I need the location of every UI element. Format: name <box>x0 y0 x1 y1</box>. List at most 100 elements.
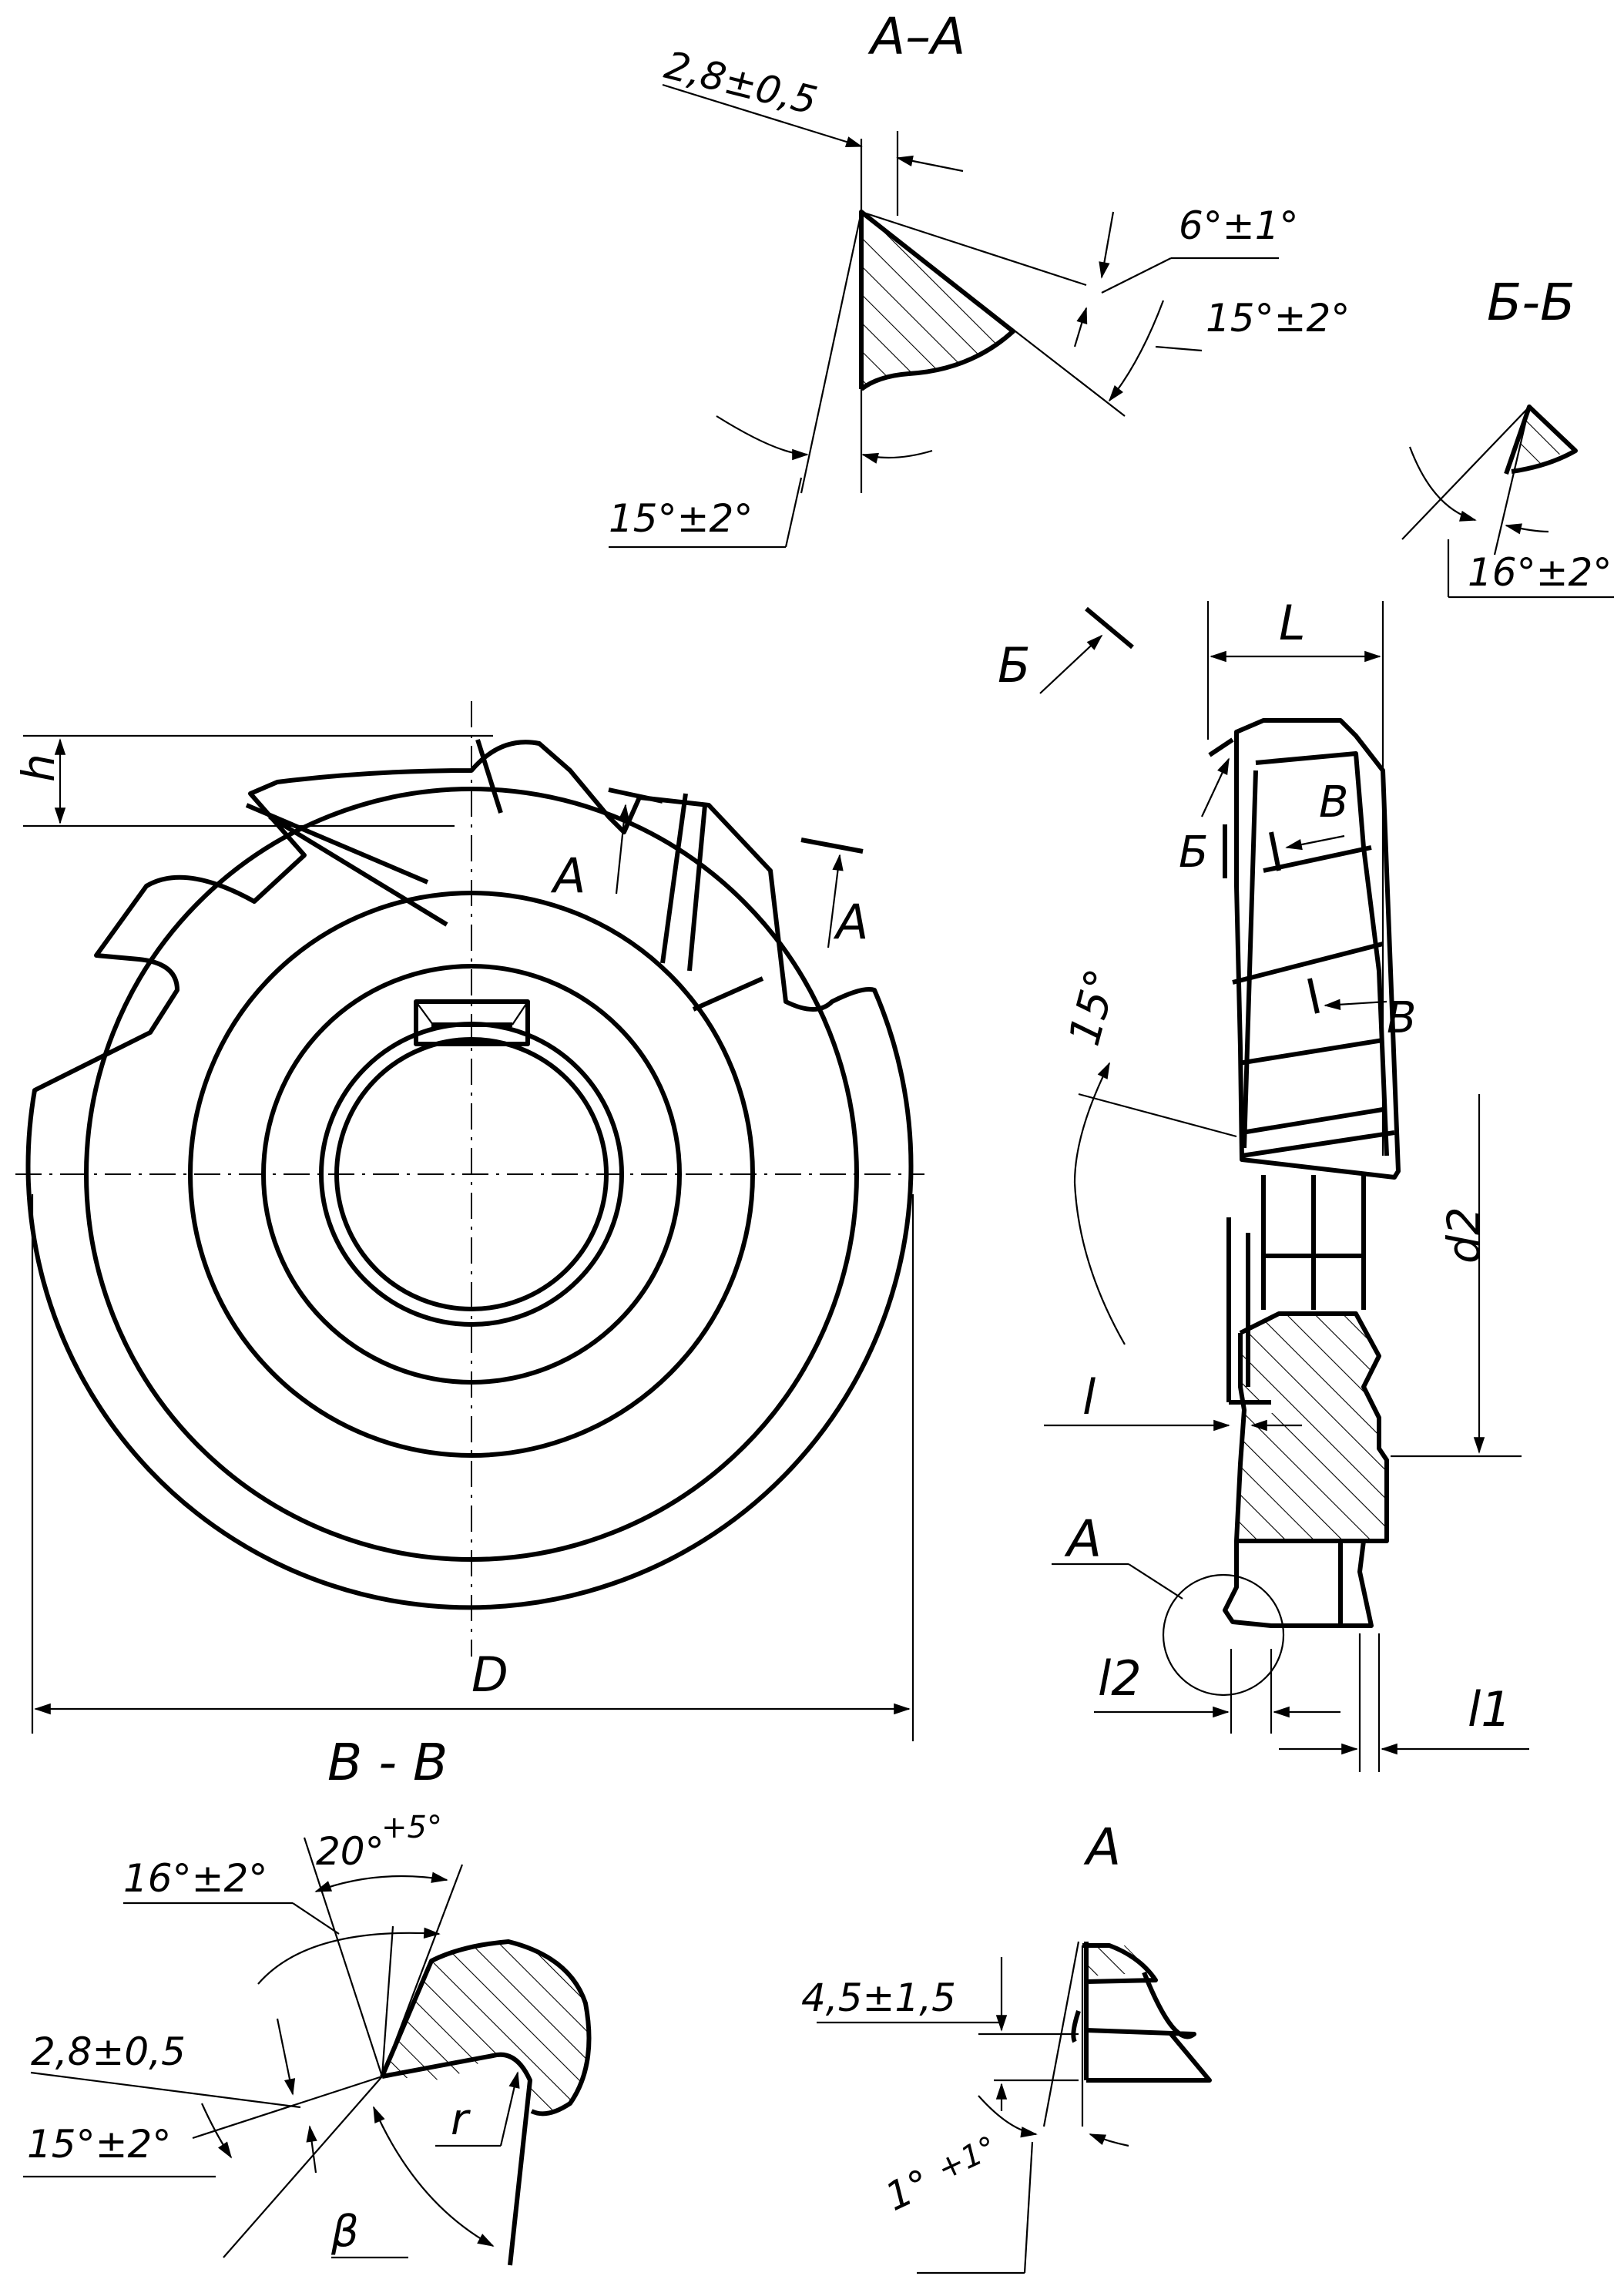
vv-ext-5 <box>192 2075 383 2140</box>
vv-arc-16 <box>257 1927 441 1985</box>
bb-ext2 <box>1493 406 1531 556</box>
section-mark-a-2 <box>800 838 864 854</box>
section-mark-a-1 <box>608 787 663 804</box>
aa-tooth-hatch <box>861 212 1013 389</box>
aa-land-leader <box>662 83 863 148</box>
detail-a-leader <box>1128 1563 1183 1600</box>
side-marker-v-2: В <box>1387 993 1416 1043</box>
keyway-chamfer-1 <box>415 1001 434 1026</box>
aa-rake-leader <box>1155 345 1203 352</box>
vv-tooth-outline <box>380 1939 592 2266</box>
bb-arc2 <box>1505 523 1549 535</box>
helix-arc <box>1073 1062 1126 1345</box>
section-arrow-a-2 <box>827 854 844 948</box>
vv-a2-leader <box>292 1902 340 1935</box>
vv-a3-label: 15°±2° <box>27 2122 171 2167</box>
section-aa: А–А 2,8±0,5 6°±1° 15°±2° 15°±2° <box>609 7 1350 549</box>
vv-beta-arc <box>372 2106 495 2247</box>
side-view: Б L Б В В <box>998 595 1529 1772</box>
d2-label: d2 <box>1438 1207 1490 1264</box>
side-marker-a: А <box>1064 1509 1102 1569</box>
aa-bottom-leader <box>784 477 803 548</box>
helix-label: 15° <box>1059 964 1127 1051</box>
vv-beta-label: β <box>331 2207 359 2257</box>
aa-rake-arc <box>1108 300 1165 402</box>
vv-land-arrow-2 <box>306 2125 317 2174</box>
helix-ext <box>1078 1093 1237 1138</box>
aa-clear-label: 6°±1° <box>1179 203 1299 248</box>
aa-bottom-arc1 <box>716 415 809 461</box>
vv-land-arrow-1 <box>276 2018 296 2096</box>
front-hub-circle-3 <box>261 964 682 1385</box>
bb-arc1 <box>1408 446 1477 522</box>
bb-angle-label: 16°±2° <box>1468 550 1612 595</box>
vv-r-label: r <box>451 2095 471 2145</box>
side-tooth-edge-5 <box>1263 845 1372 873</box>
detail-a: А 4,5±1,5 1° +1° <box>801 1818 1212 2274</box>
detail-angle-arc-2 <box>1089 2133 1129 2147</box>
aa-clear-arrow1 <box>1099 211 1115 279</box>
aa-clear-leader <box>1101 257 1172 294</box>
side-v-mark-1 <box>1269 831 1281 871</box>
section-mark-b <box>1085 606 1134 650</box>
section-aa-title: А–А <box>867 7 965 66</box>
front-bore-inner <box>334 1037 609 1311</box>
front-marker-a-2: А <box>833 894 868 950</box>
aa-clear-arrow2 <box>1073 307 1088 347</box>
side-b-arrow <box>1201 757 1230 817</box>
side-b-mark <box>1208 737 1234 757</box>
front-hub-circle-1 <box>84 787 859 1562</box>
section-bb-title: Б-Б <box>1487 273 1575 332</box>
side-v-arrow-2 <box>1324 999 1387 1010</box>
section-bb: Б-Б 16°±2° <box>1401 273 1614 599</box>
aa-land-arrow <box>896 155 964 173</box>
l1-label: l1 <box>1468 1681 1512 1737</box>
front-hub-circle-2 <box>188 891 755 1458</box>
section-vv: В - В 20° +5° 16°±2° 2,8±0,5 15°±2° r β <box>23 1733 592 2266</box>
side-tooth-edge-4 <box>1241 1130 1395 1158</box>
detail-land-label: 4,5±1,5 <box>801 1976 956 2020</box>
section-arrow-b <box>1039 634 1103 694</box>
vv-a1-label: 20° <box>316 1829 384 1874</box>
detail-angle-tol: +1° <box>932 2130 1002 2187</box>
side-marker-b: Б <box>998 637 1031 693</box>
vv-tooth-hatch <box>382 1942 589 2114</box>
bb-ext1 <box>1401 406 1530 540</box>
aa-rake-line <box>861 211 1126 417</box>
side-section-outline <box>1229 1311 1389 1543</box>
aa-bottom-arc2 <box>861 449 933 464</box>
side-marker-v-1: В <box>1319 777 1348 827</box>
front-view: А А h D <box>12 701 924 1741</box>
l-label: l <box>1082 1369 1096 1425</box>
side-teeth-outline <box>1234 718 1401 1180</box>
side-detail-circle <box>1162 1573 1285 1697</box>
section-arrow-a-1 <box>615 804 630 895</box>
bb-tooth-outline <box>1504 405 1578 475</box>
vv-ext-3 <box>381 1925 394 2077</box>
detail-angle-leader <box>1023 2141 1034 2274</box>
vv-a3-arc <box>200 2103 232 2159</box>
side-tooth-edge-3 <box>1241 1107 1384 1135</box>
front-outer-contour <box>25 740 914 1610</box>
tooth-line-3 <box>475 739 503 814</box>
tooth-line-6 <box>692 976 764 1012</box>
vv-ext-1 <box>381 1864 464 2077</box>
section-vv-title: В - В <box>327 1733 448 1792</box>
side-marker-b-2: Б <box>1179 827 1208 878</box>
side-hub-walls <box>1261 1175 1366 1310</box>
tooth-line-1 <box>245 803 429 885</box>
side-bottom-tooth <box>1223 1540 1374 1628</box>
vv-a2-label: 16°±2° <box>123 1856 267 1901</box>
vv-land-label: 2,8±0,5 <box>31 2029 186 2074</box>
tooth-line-5 <box>687 804 707 972</box>
vv-land-shelf <box>30 2071 301 2109</box>
side-v-arrow-1 <box>1285 834 1345 851</box>
vv-a1-tol: +5° <box>381 1810 442 1845</box>
h-label: h <box>12 754 65 782</box>
side-v-mark-2 <box>1307 978 1320 1014</box>
aa-flank-ext <box>800 211 863 494</box>
vv-r-leader <box>499 2071 520 2147</box>
front-marker-a-1: А <box>550 848 586 904</box>
side-section-hatch <box>1236 1314 1387 1541</box>
